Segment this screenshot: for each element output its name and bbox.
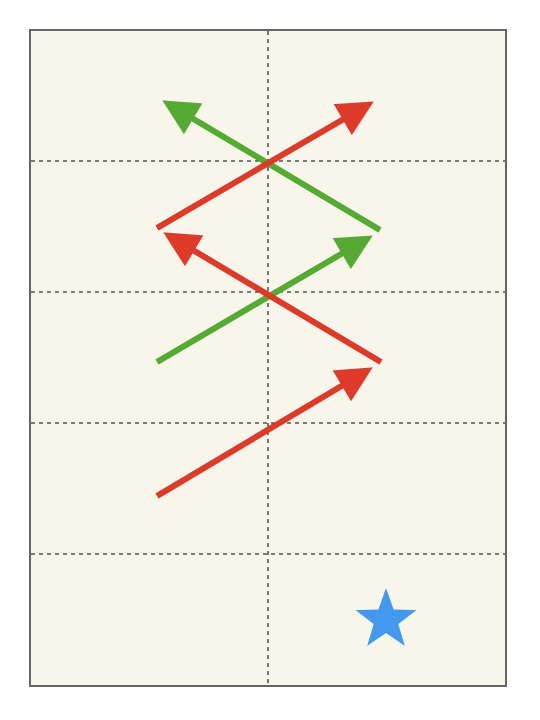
grid-lines <box>31 31 505 685</box>
red-arrow-up-left <box>163 232 383 365</box>
red-arrow-up-right-upper <box>155 101 374 231</box>
red-arrow-up-right-lower <box>155 367 373 499</box>
green-arrow-up-left <box>162 100 382 233</box>
green-arrows <box>155 100 382 365</box>
red-arrows <box>155 101 383 499</box>
star-icon <box>355 588 417 646</box>
green-arrow-up-right <box>155 235 373 365</box>
